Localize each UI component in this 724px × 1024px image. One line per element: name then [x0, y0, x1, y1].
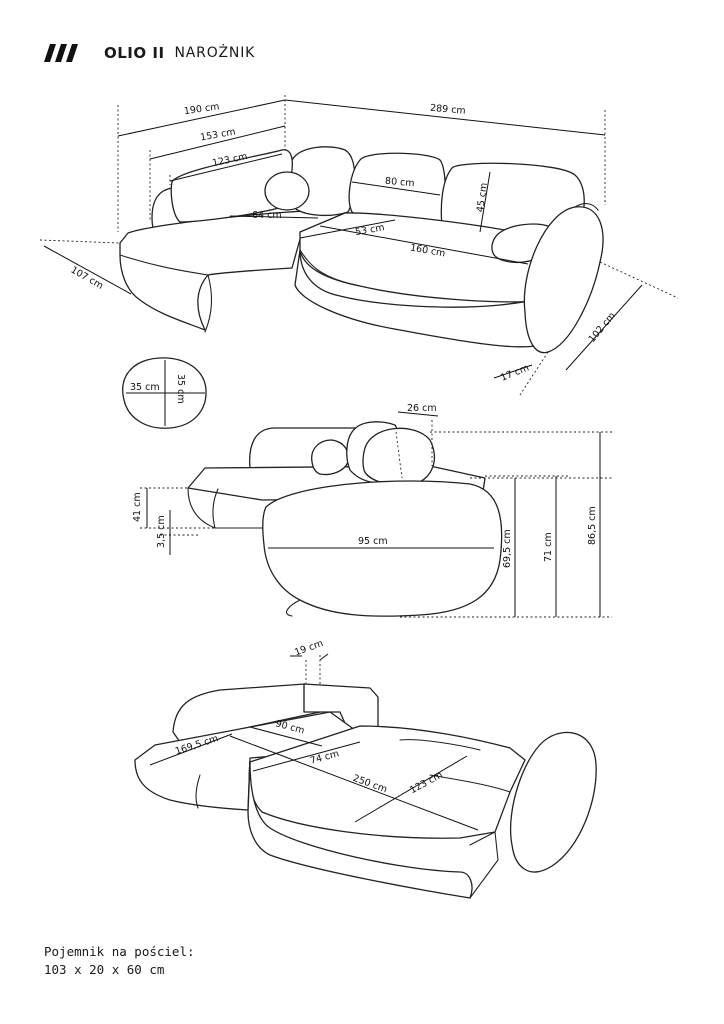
dim-64: 64 cm [252, 210, 282, 221]
pillow-width: 35 cm [130, 382, 160, 393]
model-name: OLIO II [104, 44, 165, 62]
dim-289: 289 cm [430, 103, 466, 117]
storage-info: Pojemnik na pościel: 103 x 20 x 60 cm [44, 943, 195, 979]
dim-26: 26 cm [407, 403, 437, 414]
product-type: NAROŻNIK [174, 45, 256, 61]
dim-71: 71 cm [543, 532, 554, 562]
pillow-view: 35 cm 35 cm [121, 357, 207, 429]
dim-86-5: 86,5 cm [587, 506, 598, 545]
side-dimensions [140, 411, 612, 618]
dim-69-5: 69,5 cm [502, 529, 513, 568]
dim-102: 102 cm [587, 310, 618, 344]
sofa-bed-view [134, 683, 597, 899]
dim-53: 53 cm [354, 222, 385, 238]
dim-45: 45 cm [475, 182, 490, 213]
storage-size: 103 x 20 x 60 cm [44, 962, 165, 977]
header: OLIO II NAROŻNIK [44, 41, 255, 65]
top-dimensions [39, 95, 679, 396]
dim-80: 80 cm [385, 176, 415, 190]
storage-title: Pojemnik na pościel: [44, 944, 195, 959]
dim-17: 17 cm [499, 363, 531, 384]
dim-153: 153 cm [199, 126, 236, 143]
dim-95: 95 cm [358, 536, 388, 547]
pillow-height: 35 cm [175, 374, 186, 404]
side-dim-labels: 26 cm 41 cm 3,5 cm 95 cm 69,5 cm 71 cm 8… [132, 403, 598, 568]
dim-190: 190 cm [183, 101, 220, 117]
dim-3-5: 3,5 cm [156, 515, 167, 548]
sofa-side-view [187, 421, 503, 617]
bed-dimensions [149, 653, 479, 831]
sofa-top-view [119, 146, 604, 354]
brand-logo-icon [44, 44, 78, 62]
dim-41: 41 cm [132, 492, 143, 522]
dim-107: 107 cm [69, 265, 105, 292]
